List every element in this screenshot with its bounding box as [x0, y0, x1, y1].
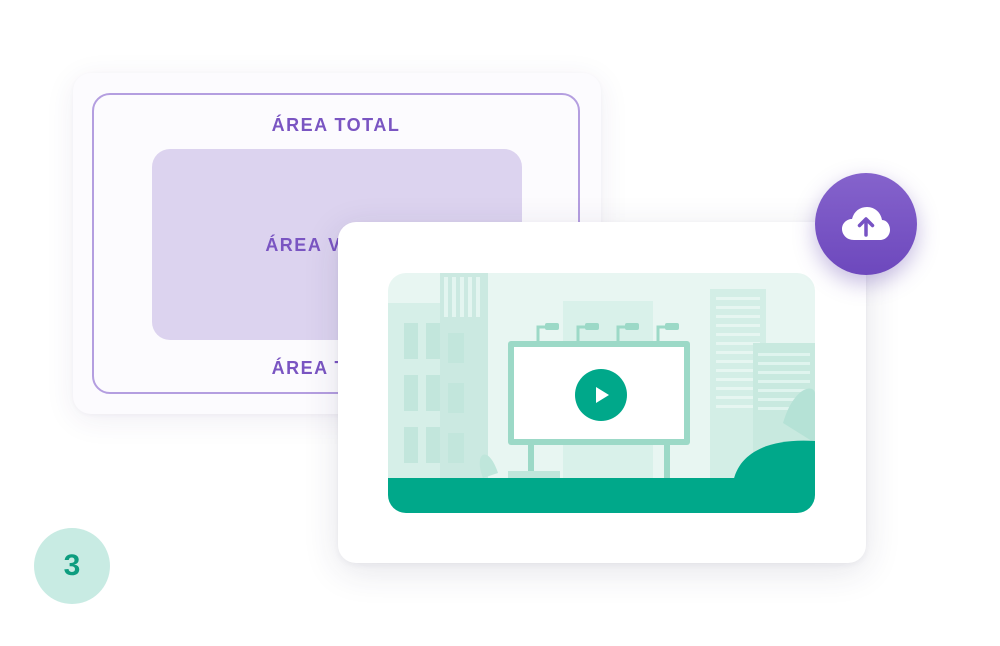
total-area-label-top: ÁREA TOTAL	[271, 115, 401, 135]
step-number-badge: 3	[34, 528, 110, 604]
video-preview-card	[338, 222, 866, 563]
cloud-upload-icon	[842, 207, 890, 240]
play-icon	[596, 387, 609, 403]
play-button[interactable]	[575, 369, 627, 421]
upload-button[interactable]	[815, 173, 917, 275]
